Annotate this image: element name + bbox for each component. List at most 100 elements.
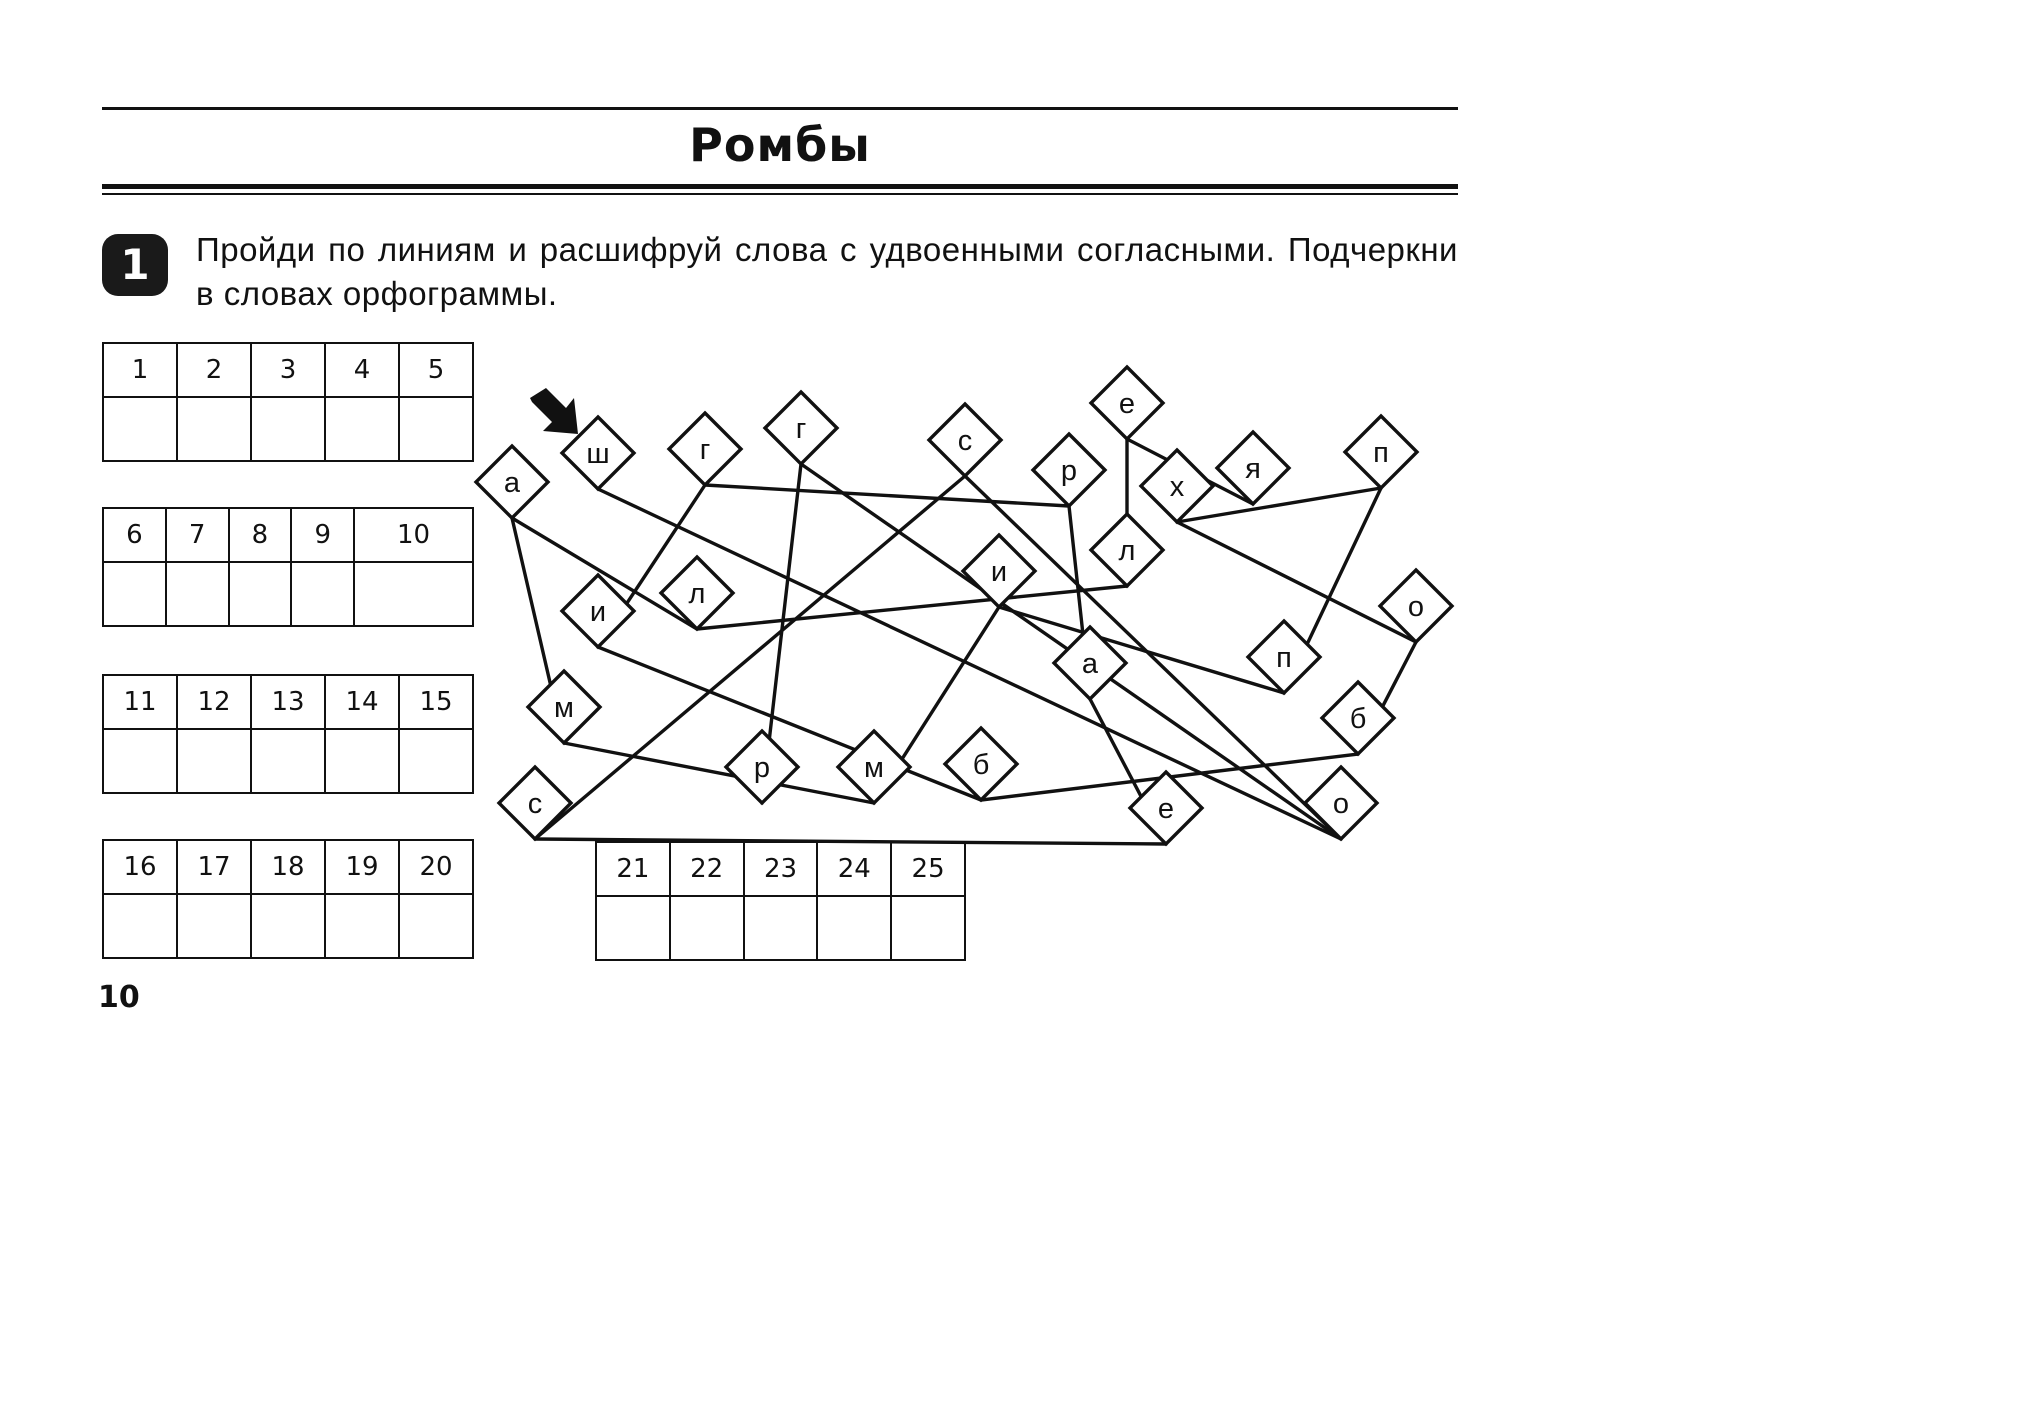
answer-cell-number: 21 <box>595 841 671 897</box>
rhombus-shape <box>559 572 637 650</box>
answer-cell-number: 10 <box>353 507 474 563</box>
answer-cell-blank[interactable] <box>742 895 819 961</box>
page-title: Ромбы <box>689 118 871 172</box>
answer-cell-number: 13 <box>250 674 326 730</box>
rhombus-letter: а <box>1082 648 1099 680</box>
answer-cell-blank[interactable] <box>595 895 671 961</box>
answer-cell-blank[interactable] <box>176 728 252 794</box>
rhombus-letter: о <box>1408 591 1424 623</box>
rhombus-letter: л <box>689 578 706 610</box>
answer-cell-number: 4 <box>324 342 400 398</box>
rhombus-shape <box>559 414 637 492</box>
answer-cell-blank[interactable] <box>398 893 474 959</box>
answer-cell-blank[interactable] <box>250 893 326 959</box>
rhombus-letter: е <box>1119 388 1135 420</box>
connection-line <box>533 474 967 841</box>
answer-cell-blank[interactable] <box>324 728 400 794</box>
task-instruction: Пройди по линиям и расшифруй слова с удв… <box>196 231 1458 312</box>
letter-rhombus: п <box>1245 618 1323 696</box>
letter-rhombus: л <box>1088 511 1166 589</box>
top-rule <box>102 107 1458 110</box>
rhombus-letter: о <box>1333 788 1349 820</box>
answer-cell-number: 6 <box>102 507 167 563</box>
answer-cell-blank[interactable] <box>176 396 252 462</box>
answer-cell-blank[interactable] <box>324 396 400 462</box>
rhombus-shape <box>525 668 603 746</box>
connection-line <box>596 487 1343 841</box>
rhombus-letter: б <box>1350 703 1367 735</box>
connection-line <box>703 483 1071 508</box>
answer-cell-blank[interactable] <box>324 893 400 959</box>
rhombus-letter: я <box>1245 453 1261 485</box>
rhombus-shape <box>1319 679 1397 757</box>
answer-cell-blank[interactable] <box>353 561 474 627</box>
letter-rhombus: е <box>1127 769 1205 847</box>
answer-cell-blank[interactable] <box>102 893 178 959</box>
answer-cell-blank[interactable] <box>102 728 178 794</box>
answer-cell-number: 24 <box>816 841 893 897</box>
rhombus-shape <box>1088 364 1166 442</box>
answer-grid-5: 21 22 23 24 25 <box>595 841 966 961</box>
answer-grid-2: 6 7 8 9 10 <box>102 507 474 627</box>
answer-cell-blank[interactable] <box>102 396 178 462</box>
letter-rhombus: р <box>723 728 801 806</box>
letter-rhombus: е <box>1088 364 1166 442</box>
answer-cell-blank[interactable] <box>398 396 474 462</box>
answer-cell-blank[interactable] <box>250 396 326 462</box>
rhombus-letter: м <box>554 692 574 724</box>
connection-line <box>510 516 699 631</box>
answer-cell-blank[interactable] <box>290 561 356 627</box>
letter-rhombus: я <box>1214 429 1292 507</box>
connection-line <box>963 474 1343 841</box>
title-rule-thin <box>102 193 1458 195</box>
rhombus-shape <box>1245 618 1323 696</box>
rhombus-letter: ш <box>586 438 609 470</box>
arrow-down-right-icon <box>530 388 578 434</box>
answer-cell-blank[interactable] <box>250 728 326 794</box>
rhombus-letter: п <box>1276 642 1292 674</box>
rhombus-letter: л <box>1119 535 1136 567</box>
answer-cell-number: 20 <box>398 839 474 895</box>
answer-cell-blank[interactable] <box>176 893 252 959</box>
letter-rhombus: о <box>1302 764 1380 842</box>
connection-line <box>997 605 1286 695</box>
answer-cell-number: 23 <box>742 841 819 897</box>
connection-line <box>1175 520 1418 644</box>
connection-line <box>1175 486 1383 524</box>
rhombus-letter: и <box>590 596 606 628</box>
rhombus-shape <box>762 389 840 467</box>
answer-cell-blank[interactable] <box>227 561 293 627</box>
rhombus-shape <box>473 443 551 521</box>
answer-cell-blank[interactable] <box>102 561 167 627</box>
answer-cell-blank[interactable] <box>398 728 474 794</box>
letter-rhombus: с <box>496 764 574 842</box>
rhombus-shape <box>1342 413 1420 491</box>
rhombus-shape <box>666 410 744 488</box>
answer-cell-number: 17 <box>176 839 252 895</box>
connection-line <box>596 645 983 802</box>
answer-cell-number: 22 <box>668 841 745 897</box>
answer-cell-number: 7 <box>164 507 230 563</box>
answer-cell-number: 18 <box>250 839 326 895</box>
answer-grid-1: 1 2 3 4 5 <box>102 342 474 462</box>
answer-cell-number: 25 <box>890 841 966 897</box>
answer-cell-blank[interactable] <box>668 895 745 961</box>
rhombus-shape <box>658 554 736 632</box>
rhombus-letter: а <box>504 467 521 499</box>
letter-rhombus: ш <box>559 414 637 492</box>
answer-cell-number: 12 <box>176 674 252 730</box>
rhombus-shape <box>960 532 1038 610</box>
answer-cell-number: 11 <box>102 674 178 730</box>
answer-cell-number: 2 <box>176 342 252 398</box>
letter-rhombus: о <box>1377 567 1455 645</box>
answer-cell-blank[interactable] <box>890 895 966 961</box>
rhombus-letter: р <box>1061 455 1077 487</box>
answer-cell-number: 8 <box>227 507 293 563</box>
rhombus-letter: е <box>1158 793 1174 825</box>
letter-rhombus: х <box>1138 447 1216 525</box>
letter-rhombus: и <box>559 572 637 650</box>
rhombus-shape <box>926 401 1004 479</box>
answer-cell-blank[interactable] <box>816 895 893 961</box>
answer-cell-blank[interactable] <box>164 561 230 627</box>
